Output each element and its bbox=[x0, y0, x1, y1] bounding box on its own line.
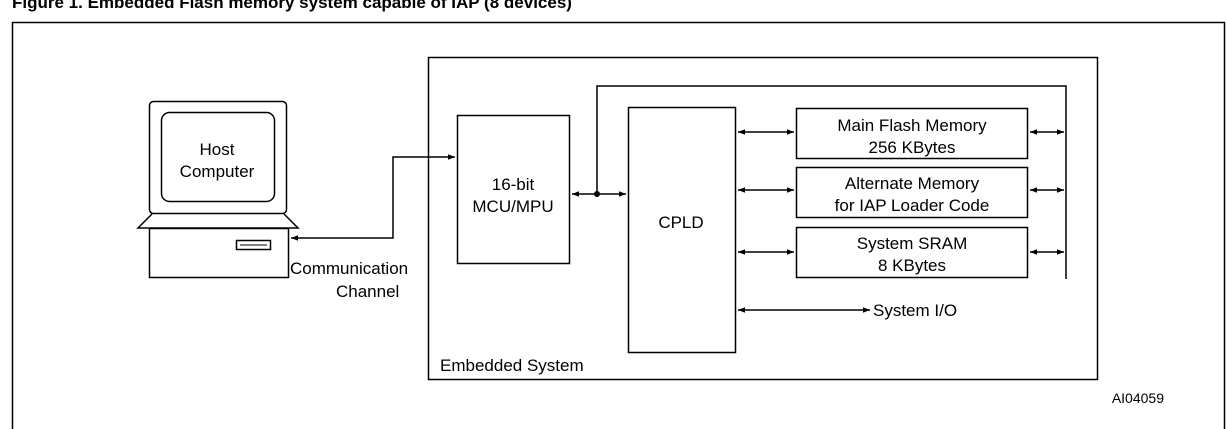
embedded-system-label: Embedded System bbox=[440, 356, 584, 375]
alternate-memory-box bbox=[795, 166, 1029, 219]
cpld-box bbox=[627, 106, 737, 354]
main-flash-box bbox=[795, 107, 1029, 160]
system-io-label: System I/O bbox=[873, 301, 957, 320]
system-sram-line1: System SRAM bbox=[857, 234, 968, 253]
host-label-line1: Host bbox=[200, 140, 235, 159]
mcu-box bbox=[456, 114, 571, 265]
channel-label-line1: Communication bbox=[290, 259, 408, 278]
main-flash-line2: 256 KBytes bbox=[869, 138, 956, 157]
mcu-label-line1: 16-bit bbox=[492, 175, 535, 194]
alternate-memory-line1: Alternate Memory bbox=[845, 174, 980, 193]
channel-label-line2: Channel bbox=[336, 282, 399, 301]
cpld-label: CPLD bbox=[658, 213, 703, 232]
figure-caption: Figure 1. Embedded Flash memory system c… bbox=[12, 0, 572, 12]
mcu-label-line2: MCU/MPU bbox=[472, 197, 553, 216]
communication-channel-line bbox=[291, 154, 455, 241]
system-sram-box bbox=[795, 226, 1029, 279]
embedded-system-box bbox=[427, 56, 1099, 381]
figure-frame bbox=[11, 21, 1226, 429]
system-sram-line2: 8 KBytes bbox=[878, 256, 946, 275]
main-flash-line1: Main Flash Memory bbox=[837, 116, 987, 135]
figure-code: AI04059 bbox=[1112, 390, 1164, 406]
alternate-memory-line2: for IAP Loader Code bbox=[835, 196, 990, 215]
host-computer-icon bbox=[136, 100, 300, 279]
memory-bus-line bbox=[596, 85, 1067, 279]
host-label-line2: Computer bbox=[180, 162, 255, 181]
